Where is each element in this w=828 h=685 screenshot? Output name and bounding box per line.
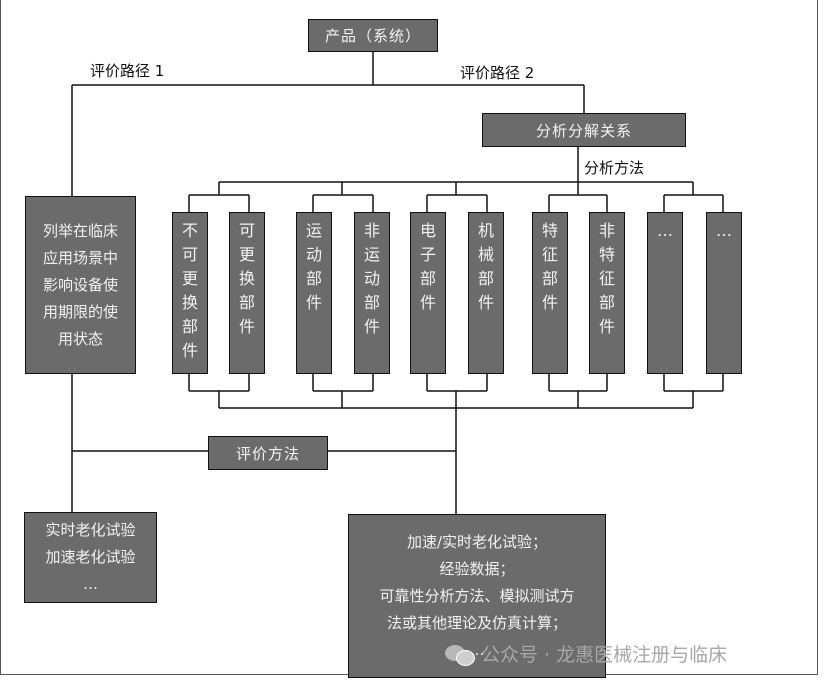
component-box: 不可更换部件 bbox=[172, 212, 208, 374]
component-char: 部 bbox=[598, 293, 615, 312]
analysis-method-label: 分析方法 bbox=[584, 159, 645, 177]
component-char: 征 bbox=[541, 245, 558, 264]
evaluation-method-label: 评价方法 bbox=[235, 444, 300, 463]
component-char: 件 bbox=[363, 317, 380, 336]
analysis-relation-box: 分析分解关系 bbox=[482, 113, 686, 147]
component-char: 特 bbox=[541, 221, 558, 240]
clinical-usage-line: 用状态 bbox=[57, 329, 103, 348]
component-label: … bbox=[657, 219, 673, 243]
component-char: 部 bbox=[238, 293, 255, 312]
clinical-usage-line: 应用场景中 bbox=[42, 248, 118, 267]
product-label: 产品（系统） bbox=[324, 27, 421, 45]
component-char: 可 bbox=[181, 245, 198, 264]
evaluation-methods-line: 加速/实时老化试验； bbox=[406, 532, 548, 551]
component-char: 部 bbox=[419, 269, 436, 288]
evaluation-method-box: 评价方法 bbox=[208, 436, 328, 470]
component-char: 件 bbox=[419, 293, 436, 312]
aging-test-line: … bbox=[83, 575, 98, 593]
component-char: 可 bbox=[238, 221, 255, 240]
component-char: 不 bbox=[181, 221, 198, 240]
clinical-usage-line: 影响设备使 bbox=[42, 275, 118, 294]
aging-test-line: 实时老化试验 bbox=[45, 521, 136, 539]
component-char: 件 bbox=[305, 293, 322, 312]
component-char: 非 bbox=[598, 221, 615, 240]
aging-test-box: 实时老化试验 加速老化试验 … bbox=[24, 512, 157, 603]
component-box: 运动部件 bbox=[296, 212, 332, 374]
component-char: 动 bbox=[363, 269, 380, 288]
watermark: 公众号 · 龙惠医械注册与临床 bbox=[445, 640, 727, 667]
component-label: 可更换部件 bbox=[239, 219, 255, 339]
component-char: … bbox=[716, 221, 732, 240]
component-label: 机械部件 bbox=[478, 219, 494, 315]
evaluation-methods-line: 经验数据； bbox=[439, 559, 515, 578]
clinical-usage-line: 用期限的使 bbox=[42, 302, 118, 321]
clinical-usage-line: 列举在临床 bbox=[42, 221, 118, 240]
component-char: 运 bbox=[305, 221, 322, 240]
clinical-usage-box: 列举在临床 应用场景中 影响设备使 用期限的使 用状态 bbox=[25, 196, 136, 374]
component-box: 可更换部件 bbox=[229, 212, 265, 374]
component-label: 特征部件 bbox=[542, 219, 558, 315]
component-char: 部 bbox=[477, 269, 494, 288]
evaluation-methods-line: 可靠性分析方法、模拟测试方 bbox=[379, 586, 575, 605]
component-char: 部 bbox=[305, 269, 322, 288]
component-char: 非 bbox=[363, 221, 380, 240]
component-label: 不可更换部件 bbox=[182, 219, 198, 363]
component-box: … bbox=[647, 212, 683, 374]
component-label: 非特征部件 bbox=[599, 219, 615, 339]
component-char: 机 bbox=[477, 221, 494, 240]
component-box: 非运动部件 bbox=[354, 212, 390, 374]
component-char: 子 bbox=[419, 245, 436, 264]
product-box: 产品（系统） bbox=[308, 19, 438, 52]
component-char: 征 bbox=[598, 269, 615, 288]
watermark-text: 公众号 · 龙惠医械注册与临床 bbox=[481, 644, 728, 666]
component-char: 件 bbox=[598, 317, 615, 336]
component-box: … bbox=[706, 212, 742, 374]
component-label: 非运动部件 bbox=[364, 219, 380, 339]
component-label: … bbox=[716, 219, 732, 243]
component-char: 换 bbox=[238, 269, 255, 288]
component-box: 特征部件 bbox=[532, 212, 568, 374]
path1-label: 评价路径 1 bbox=[90, 62, 165, 80]
component-char: 部 bbox=[541, 269, 558, 288]
component-char: 件 bbox=[181, 341, 198, 360]
path2-label: 评价路径 2 bbox=[460, 64, 535, 82]
wechat-icon bbox=[445, 643, 475, 666]
component-char: 更 bbox=[181, 269, 198, 288]
component-char: 动 bbox=[305, 245, 322, 264]
component-char: 部 bbox=[363, 293, 380, 312]
component-char: 电 bbox=[419, 221, 436, 240]
component-box: 电子部件 bbox=[410, 212, 446, 374]
component-box: 非特征部件 bbox=[589, 212, 625, 374]
component-label: 运动部件 bbox=[306, 219, 322, 315]
component-char: 件 bbox=[541, 293, 558, 312]
evaluation-methods-line: 法或其他理论及仿真计算； bbox=[386, 613, 567, 632]
component-char: 件 bbox=[238, 317, 255, 336]
evaluation-methods-box: 加速/实时老化试验； 经验数据； 可靠性分析方法、模拟测试方 法或其他理论及仿真… bbox=[348, 514, 606, 678]
component-char: 械 bbox=[477, 245, 494, 264]
component-char: 换 bbox=[181, 293, 198, 312]
component-label: 电子部件 bbox=[420, 219, 436, 315]
aging-test-line: 加速老化试验 bbox=[45, 548, 136, 566]
component-char: 运 bbox=[363, 245, 380, 264]
component-char: … bbox=[657, 221, 673, 240]
component-char: 件 bbox=[477, 293, 494, 312]
component-char: 更 bbox=[238, 245, 255, 264]
component-char: 部 bbox=[181, 317, 198, 336]
analysis-relation-label: 分析分解关系 bbox=[535, 121, 632, 140]
component-box: 机械部件 bbox=[468, 212, 504, 374]
component-char: 特 bbox=[598, 245, 615, 264]
